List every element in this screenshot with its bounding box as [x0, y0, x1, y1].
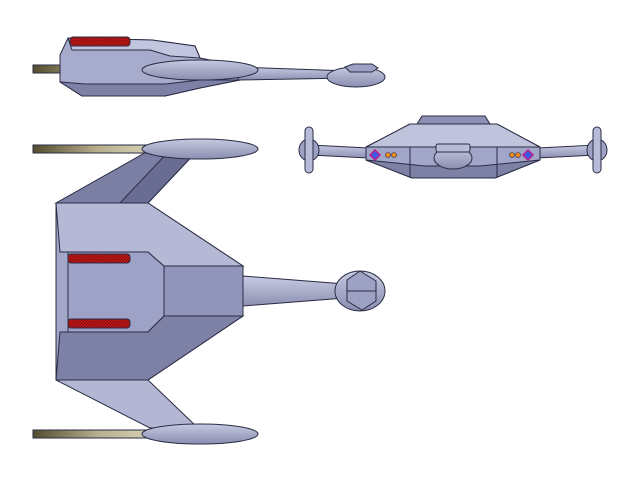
front-top-fin [416, 115, 491, 125]
top-lower-nacelle [141, 423, 259, 445]
top-hull-front-face [163, 265, 244, 317]
top-lower-barrel [32, 429, 154, 439]
front-light-left-1 [385, 152, 391, 158]
top-upper-barrel [32, 144, 154, 154]
side-red-vent [69, 36, 131, 47]
front-light-right-1 [509, 152, 515, 158]
top-upper-nacelle [141, 138, 259, 160]
front-pod-left-fin [304, 126, 314, 174]
front-light-right-diamond [521, 148, 535, 162]
front-light-left-2 [391, 152, 397, 158]
top-red-vent-lower [67, 318, 131, 329]
side-command-pod-top [344, 63, 379, 73]
top-red-vent-upper [67, 253, 131, 264]
side-view [32, 36, 386, 97]
front-hull-upper [365, 123, 541, 148]
top-view [32, 138, 386, 445]
front-light-right-2 [515, 152, 521, 158]
front-light-left-diamond [368, 148, 382, 162]
front-center-pod-top [435, 143, 471, 153]
top-boom [242, 275, 346, 307]
top-wing-lower [55, 379, 200, 429]
front-pod-right-fin [592, 126, 602, 174]
front-view [298, 115, 608, 179]
side-nacelle [141, 59, 259, 81]
